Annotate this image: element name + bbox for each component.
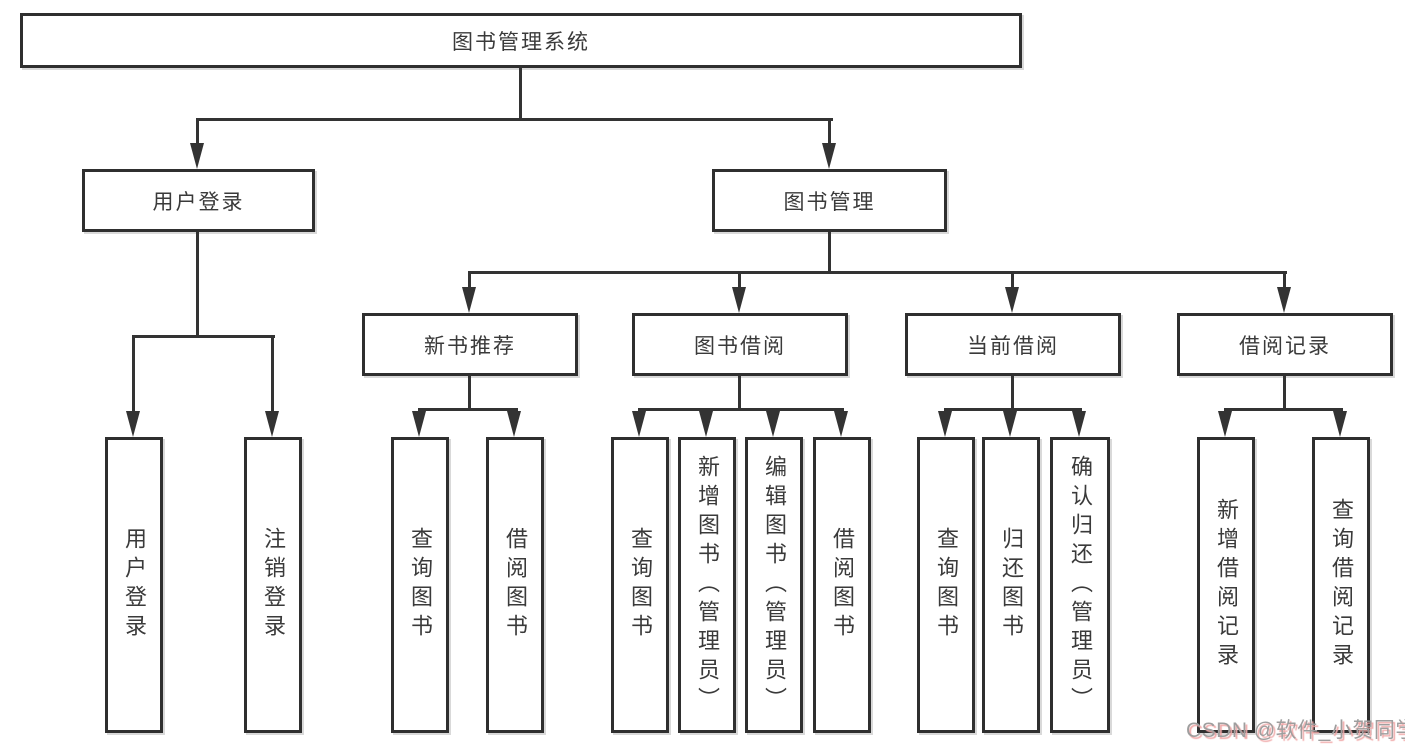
arrow-to-borrow-record bbox=[1277, 271, 1291, 313]
leaf-current-confirm-label: 确认归还（管理员） bbox=[1068, 454, 1093, 716]
leaf-logout-label: 注销登录 bbox=[261, 527, 286, 643]
leaf-current-confirm: 确认归还（管理员） bbox=[1050, 437, 1110, 733]
connector-book-mgmt-stem bbox=[828, 232, 831, 274]
connector-borrow-record-stem bbox=[1283, 376, 1286, 411]
node-borrow-record-label: 借阅记录 bbox=[1239, 334, 1331, 358]
node-book-borrow: 图书借阅 bbox=[632, 313, 848, 376]
leaf-borrow-add: 新增图书（管理员） bbox=[678, 437, 736, 733]
arrow-to-login-leaf bbox=[126, 335, 140, 437]
node-book-borrow-label: 图书借阅 bbox=[694, 334, 786, 358]
leaf-record-query-label: 查询借阅记录 bbox=[1329, 498, 1354, 672]
arrow-to-current-borrow bbox=[1005, 271, 1019, 313]
arrow-to-logout-leaf bbox=[265, 335, 279, 437]
leaf-record-add: 新增借阅记录 bbox=[1197, 437, 1255, 733]
arrow-new-book-leaf-2 bbox=[507, 408, 521, 437]
node-current-borrow: 当前借阅 bbox=[905, 313, 1121, 376]
leaf-user-login-label: 用户登录 bbox=[122, 527, 147, 643]
connector-borrow-record-bar bbox=[1224, 408, 1343, 411]
node-borrow-record: 借阅记录 bbox=[1177, 313, 1393, 376]
leaf-borrow-borrow-label: 借阅图书 bbox=[830, 527, 855, 643]
connector-user-login-stem bbox=[196, 232, 199, 337]
node-root-label: 图书管理系统 bbox=[452, 30, 590, 54]
connector-new-book-bar bbox=[418, 408, 518, 411]
arrow-to-book-mgmt bbox=[822, 118, 836, 169]
node-book-mgmt-label: 图书管理 bbox=[783, 190, 876, 214]
arrow-book-borrow-leaf-2 bbox=[699, 408, 713, 437]
connector-root-stem bbox=[519, 68, 522, 121]
leaf-record-add-label: 新增借阅记录 bbox=[1214, 498, 1239, 672]
arrow-new-book-leaf-1 bbox=[412, 408, 426, 437]
leaf-current-query: 查询图书 bbox=[917, 437, 975, 733]
connector-book-borrow-stem bbox=[738, 376, 741, 411]
connector-current-borrow-bar bbox=[944, 408, 1082, 411]
leaf-newbook-query-label: 查询图书 bbox=[408, 527, 433, 643]
leaf-borrow-edit: 编辑图书（管理员） bbox=[745, 437, 803, 733]
connector-current-borrow-stem bbox=[1011, 376, 1014, 411]
connector-root-bar bbox=[196, 118, 833, 121]
arrow-to-user-login bbox=[190, 118, 204, 169]
node-user-login-label: 用户登录 bbox=[152, 190, 245, 214]
node-new-book-rec-label: 新书推荐 bbox=[424, 334, 516, 358]
node-current-borrow-label: 当前借阅 bbox=[967, 334, 1059, 358]
leaf-newbook-borrow: 借阅图书 bbox=[486, 437, 544, 733]
csdn-watermark: CSDN @软件_小贺同学 bbox=[1186, 719, 1405, 742]
arrow-to-new-book bbox=[462, 271, 476, 313]
arrow-book-borrow-leaf-1 bbox=[632, 408, 646, 437]
leaf-logout: 注销登录 bbox=[244, 437, 302, 733]
arrow-book-borrow-leaf-3 bbox=[766, 408, 780, 437]
node-new-book-rec: 新书推荐 bbox=[362, 313, 578, 376]
leaf-borrow-edit-label: 编辑图书（管理员） bbox=[762, 454, 787, 716]
leaf-user-login: 用户登录 bbox=[105, 437, 163, 733]
leaf-current-query-label: 查询图书 bbox=[934, 527, 959, 643]
leaf-current-return-label: 归还图书 bbox=[999, 527, 1024, 643]
arrow-borrow-record-leaf-1 bbox=[1218, 408, 1232, 437]
arrow-borrow-record-leaf-2 bbox=[1333, 408, 1347, 437]
leaf-record-query: 查询借阅记录 bbox=[1312, 437, 1370, 733]
connector-book-borrow-bar bbox=[638, 408, 844, 411]
connector-new-book-stem bbox=[468, 376, 471, 411]
arrow-book-borrow-leaf-4 bbox=[834, 408, 848, 437]
arrow-to-book-borrow bbox=[732, 271, 746, 313]
node-root: 图书管理系统 bbox=[20, 13, 1022, 68]
arrow-current-borrow-leaf-3 bbox=[1072, 408, 1086, 437]
node-book-mgmt: 图书管理 bbox=[712, 169, 947, 232]
leaf-borrow-add-label: 新增图书（管理员） bbox=[695, 454, 720, 716]
arrow-current-borrow-leaf-1 bbox=[938, 408, 952, 437]
arrow-current-borrow-leaf-2 bbox=[1003, 408, 1017, 437]
connector-user-login-bar bbox=[132, 335, 275, 338]
leaf-borrow-query-label: 查询图书 bbox=[628, 527, 653, 643]
leaf-newbook-query: 查询图书 bbox=[391, 437, 449, 733]
leaf-current-return: 归还图书 bbox=[982, 437, 1040, 733]
connector-book-mgmt-bar bbox=[468, 271, 1287, 274]
leaf-borrow-borrow: 借阅图书 bbox=[813, 437, 871, 733]
node-user-login: 用户登录 bbox=[82, 169, 315, 232]
leaf-borrow-query: 查询图书 bbox=[611, 437, 669, 733]
leaf-newbook-borrow-label: 借阅图书 bbox=[503, 527, 528, 643]
